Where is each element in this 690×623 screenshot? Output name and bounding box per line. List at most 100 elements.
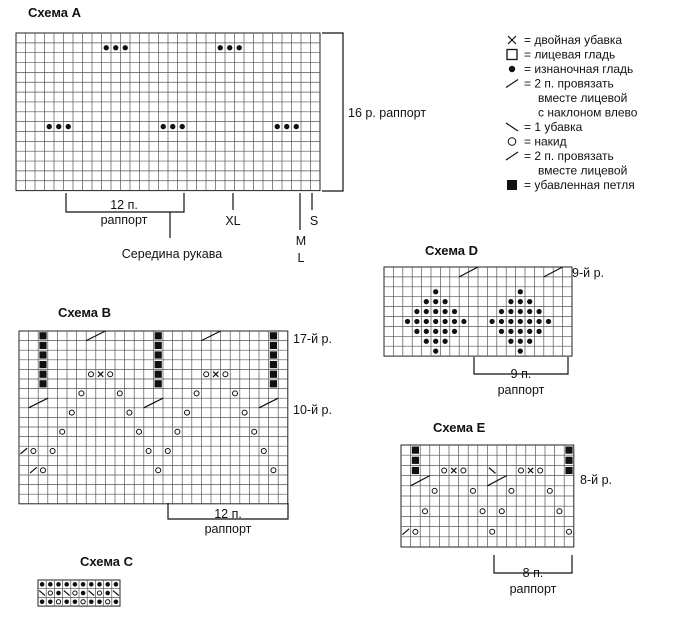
purl-dot [545,318,552,325]
purl-dot [442,299,448,305]
chart-e-repeat-count: 8 п. [523,566,544,580]
legend-dot-icon [508,65,516,73]
purl-dot [442,308,448,315]
double-decrease-x [527,467,534,474]
yarn-over-circle [260,448,267,454]
double-decrease-x [97,371,104,378]
no-stitch-square [565,466,573,475]
chart-a-row-repeat-bracket [322,32,344,192]
purl-dot [423,318,429,325]
purl-dot [80,582,86,587]
purl-dot [498,308,505,315]
yarn-over-circle [518,467,524,474]
purl-dot [113,582,119,587]
no-stitch-square [154,341,162,349]
purl-dot [56,123,62,130]
purl-dot [160,123,166,130]
legend-square-icon [506,48,518,61]
double-decrease-x [450,467,457,474]
purl-dot [122,45,128,51]
chart-a-size-xl: XL [225,214,240,228]
purl-dot [433,338,439,344]
purl-dot [508,338,514,344]
purl-dot [433,299,439,305]
no-stitch-square [154,361,162,369]
legend-slash-icon [505,79,519,88]
purl-dot [414,318,420,325]
chart-d-repeat-count: 9 п. [511,367,532,381]
purl-dot [508,318,514,325]
chart-e-stitch-repeat-bracket [493,555,573,574]
purl-dot [536,328,542,334]
yarn-over-circle [49,448,56,454]
chart-a-row-repeat-label: 16 р. раппорт [348,106,426,120]
no-stitch-square [39,380,47,388]
no-stitch-square [565,456,573,464]
purl-dot [236,45,242,51]
yarn-over-circle [232,390,238,397]
yarn-over-circle [47,590,53,596]
chart-a-repeat-word: раппорт [101,213,148,227]
yarn-over-circle [412,528,419,535]
chart-b-row-17-label: 17-й р. [293,332,332,346]
purl-dot [46,123,52,130]
no-stitch-square [154,332,162,340]
purl-dot [536,308,542,315]
chart-d-repeat-word: раппорт [498,383,545,397]
purl-dot [461,318,467,325]
purl-dot [433,308,439,315]
purl-dot [423,308,429,315]
chart-a-size-s: S [310,214,318,228]
yarn-over-circle [222,371,229,378]
yarn-over-circle [59,428,66,435]
yarn-over-circle [489,528,496,535]
purl-dot [489,318,495,325]
yarn-over-circle [431,487,438,494]
legend-text: = 2 п. провязать [524,149,614,163]
legend-filled-square-icon [507,180,517,190]
purl-dot [72,599,78,605]
chart-a-repeat-count: 12 п. [110,198,138,212]
multi-stitch-decrease [487,475,507,487]
yarn-over-circle [30,448,37,454]
no-stitch-square [39,370,47,378]
no-stitch-square [269,370,277,378]
no-stitch-square [565,446,573,454]
yarn-over-circle [126,409,133,416]
chart-d-row-9-label: 9-й р. [572,266,604,280]
legend-text: с наклоном влево [538,106,638,120]
multi-stitch-decrease [258,397,279,409]
yarn-over-circle [498,508,505,515]
yarn-over-circle [537,467,544,474]
no-stitch-square [269,351,277,359]
purl-dot [293,123,299,130]
chart-a-stitch-repeat-bracket [65,193,185,213]
yarn-over-circle [78,390,85,397]
multi-stitch-decrease [28,397,49,409]
no-stitch-square [39,341,47,349]
purl-dot [105,590,110,596]
chart-a-title: Схема А [28,5,82,20]
yarn-over-circle [116,390,123,397]
decrease-slash [29,466,38,474]
chart-b-grid [18,330,289,505]
purl-dot [284,123,290,130]
purl-dot [170,123,176,130]
no-stitch-square [154,351,162,359]
no-stitch-square [411,446,419,454]
multi-stitch-decrease [201,330,221,342]
yarn-over-circle [72,590,78,596]
chart-b-stitch-repeat-bracket [167,503,289,520]
purl-dot [508,308,514,315]
purl-dot [97,599,102,605]
no-stitch-square [269,361,277,369]
yarn-over-circle [508,487,515,494]
no-stitch-square [154,380,162,388]
legend-text: = 1 убавка [524,120,583,134]
yarn-over-circle [193,390,200,397]
yarn-over-circle [88,371,94,378]
yarn-over-circle [479,508,486,515]
purl-dot [517,289,523,295]
purl-dot [97,582,102,587]
